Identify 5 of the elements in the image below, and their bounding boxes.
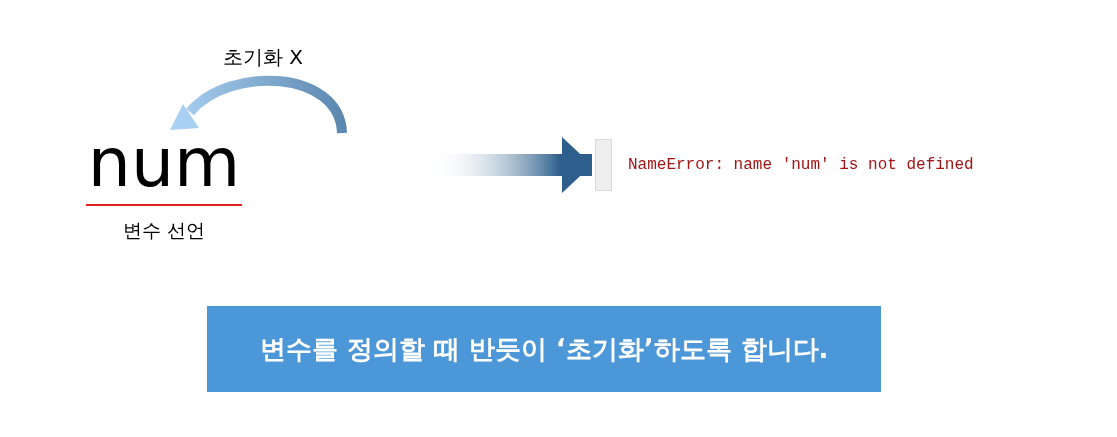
error-message: NameError: name 'num' is not defined	[628, 155, 974, 176]
node-label: 변수 선언	[121, 218, 206, 243]
annotation-label: 초기화 X	[221, 44, 305, 71]
variable-name: num	[86, 128, 242, 206]
note-banner: 변수를 정의할 때 반듯이 ‘초기화’하도록 합니다.	[207, 306, 881, 392]
